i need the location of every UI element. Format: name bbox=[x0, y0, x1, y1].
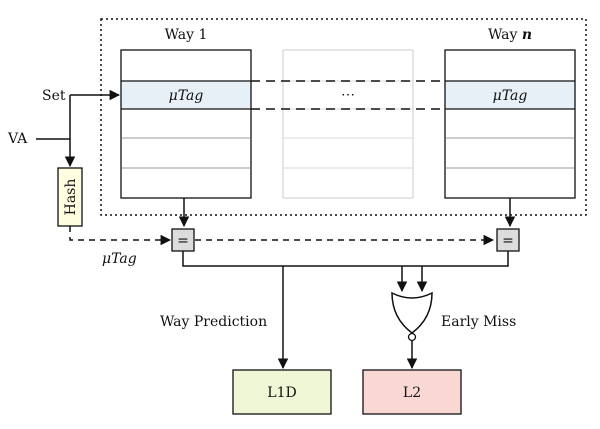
way-1-array bbox=[120, 49, 252, 199]
intermediate-ways bbox=[282, 49, 414, 199]
way-1-title: Way 1 bbox=[165, 27, 208, 43]
hash-box bbox=[57, 167, 83, 227]
way-n-comparator-symbol: = bbox=[502, 233, 514, 249]
set-label: Set bbox=[42, 88, 66, 104]
way-n-tag-row bbox=[445, 81, 575, 109]
l1d-label: L1D bbox=[267, 385, 296, 401]
l2-box bbox=[362, 369, 462, 415]
way-1-utag-label: μTag bbox=[169, 88, 204, 104]
nor-gate bbox=[391, 291, 433, 334]
l2-label: L2 bbox=[403, 385, 421, 401]
way-1-comparator-symbol: = bbox=[177, 233, 189, 249]
way-1-tag-row bbox=[121, 81, 251, 109]
way-n-utag-label: μTag bbox=[493, 88, 528, 104]
way-n-array bbox=[444, 49, 576, 199]
ellipsis-label: ⋯ bbox=[341, 87, 355, 103]
way-prediction-label: Way Prediction bbox=[160, 314, 267, 330]
comparator-bus bbox=[182, 251, 509, 267]
hash-utag-dashed bbox=[69, 226, 172, 246]
early-miss-label: Early Miss bbox=[441, 314, 516, 330]
hash-label: Hash bbox=[63, 179, 79, 216]
nor-gate-bubble bbox=[407, 332, 417, 342]
l1d-box bbox=[232, 369, 332, 415]
cache-enclosure bbox=[100, 18, 587, 216]
way-n-variable: n bbox=[522, 27, 532, 43]
way-n-title: Way n bbox=[488, 27, 532, 43]
hash-utag-label: μTag bbox=[102, 251, 137, 267]
va-label: VA bbox=[7, 131, 28, 147]
